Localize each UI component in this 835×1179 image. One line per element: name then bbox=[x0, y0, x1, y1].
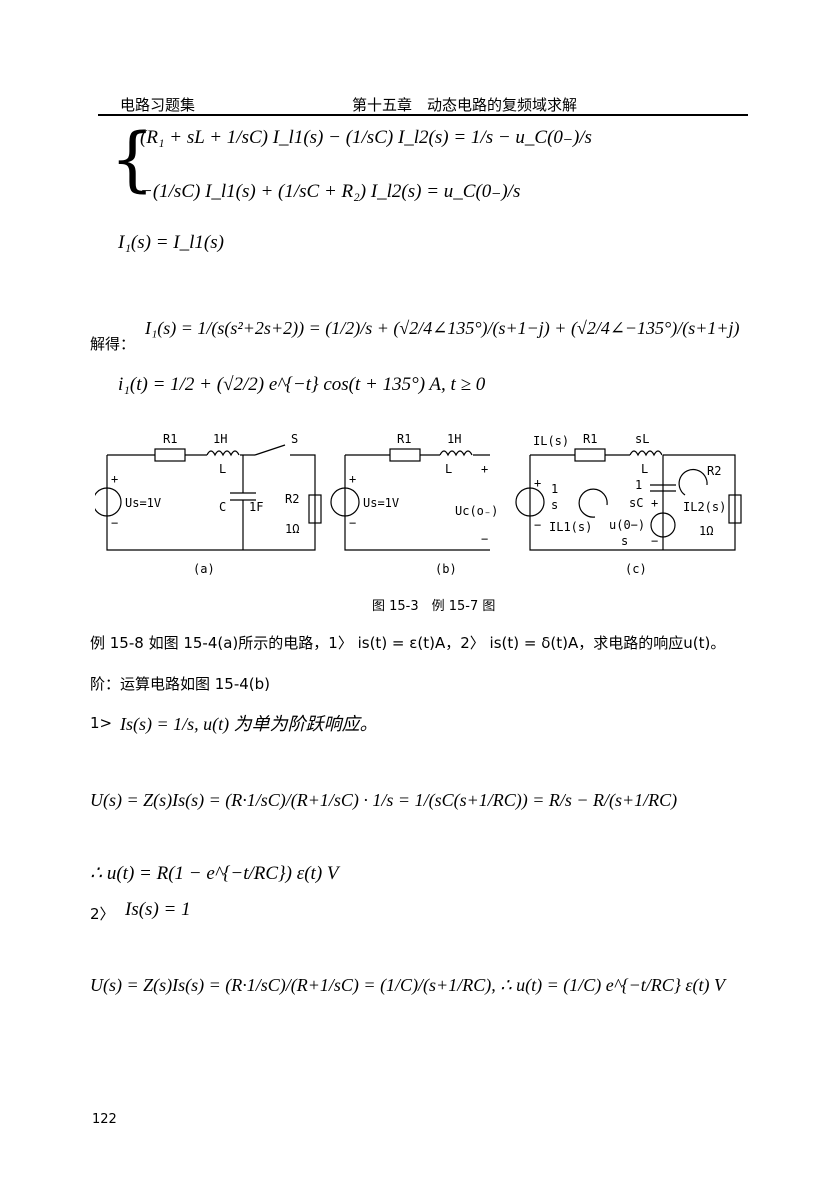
b-minus: − bbox=[349, 516, 356, 530]
a-f-label: 1F bbox=[249, 500, 263, 514]
example-solution: 阶：运算电路如图 15-4(b) bbox=[90, 675, 271, 693]
a-r2-label: R2 bbox=[285, 492, 299, 506]
c-r1-label: R1 bbox=[583, 432, 597, 446]
a-plus: + bbox=[111, 472, 118, 486]
solve-label: 解得： bbox=[90, 335, 136, 353]
circuit-c-inductor bbox=[629, 450, 663, 457]
c-one2-label: 1 bbox=[635, 478, 642, 492]
circuit-c-loop-arrow-1 bbox=[578, 488, 608, 518]
sub-caption-a: (a) bbox=[193, 562, 215, 576]
c-s2-label: s bbox=[621, 534, 628, 548]
part1-U-equation: U(s) = Z(s)Is(s) = (R·1/sC)/(R+1/sC) · 1… bbox=[90, 790, 678, 810]
circuit-a-source bbox=[95, 487, 122, 517]
figure-caption: 图 15-3 例 15-7 图 bbox=[372, 599, 496, 614]
circuit-c-resistor-r1 bbox=[574, 448, 606, 462]
circuit-a-resistor-r1 bbox=[154, 448, 186, 462]
circuit-b-resistor-r1 bbox=[389, 448, 421, 462]
system-eq3: I₁(s) = I_l1(s) bbox=[118, 232, 224, 253]
b-r1-label: R1 bbox=[397, 432, 411, 446]
c-il1-label: IL1(s) bbox=[549, 520, 592, 534]
a-h-label: 1H bbox=[213, 432, 227, 446]
circuit-figure: R1 1H L S + − Us=1V C 1F R2 1Ω R1 1H L +… bbox=[95, 432, 742, 576]
c-minus2: − bbox=[651, 534, 658, 548]
circuit-a-switch bbox=[254, 444, 286, 456]
i1t-equation: i₁(t) = 1/2 + (√2/2) e^{−t} cos(t + 135°… bbox=[118, 374, 486, 395]
a-s-label: S bbox=[291, 432, 298, 446]
sub-caption-c: (c) bbox=[625, 562, 647, 576]
circuit-c-source-left bbox=[515, 487, 545, 517]
circuit-a-resistor-r2 bbox=[308, 494, 322, 524]
b-plus: + bbox=[349, 472, 356, 486]
part1-label: 1> bbox=[90, 714, 113, 732]
part1-line: Is(s) = 1/s, u(t) 为单为阶跃响应。 bbox=[120, 714, 378, 734]
c-s-label: s bbox=[551, 498, 558, 512]
a-ohm-label: 1Ω bbox=[285, 522, 299, 536]
circuit-b-inductor bbox=[439, 450, 473, 457]
b-plus2: + bbox=[481, 462, 488, 476]
part2-U-equation: U(s) = Z(s)Is(s) = (R·1/sC)/(R+1/sC) = (… bbox=[90, 975, 725, 995]
b-l-label: L bbox=[445, 462, 452, 476]
part2-label: 2〉 bbox=[90, 905, 115, 923]
system-eq1: (R₁ + sL + 1/sC) I_l1(s) − (1/sC) I_l2(s… bbox=[140, 127, 592, 148]
part1-u-equation: ∴ u(t) = R(1 − e^{−t/RC}) ε(t) V bbox=[90, 863, 339, 884]
c-il2-label: IL2(s) bbox=[683, 500, 726, 514]
b-us-label: Us=1V bbox=[363, 496, 399, 510]
c-sl-label: sL bbox=[635, 432, 649, 446]
sub-caption-b: (b) bbox=[435, 562, 457, 576]
b-h-label: 1H bbox=[447, 432, 461, 446]
c-il-label: IL(s) bbox=[533, 434, 569, 448]
header-rule bbox=[98, 114, 748, 116]
c-plus2: + bbox=[651, 496, 658, 510]
part2-line: Is(s) = 1 bbox=[125, 899, 191, 920]
a-us-label: Us=1V bbox=[125, 496, 161, 510]
c-ohm-label: 1Ω bbox=[699, 524, 713, 538]
circuit-b-wires bbox=[344, 454, 490, 551]
header-left: 电路习题集 bbox=[120, 96, 196, 114]
circuit-b-source bbox=[330, 487, 360, 517]
header-chapter: 第十五章 动态电路的复频域求解 bbox=[352, 96, 578, 114]
a-c-label: C bbox=[219, 500, 226, 514]
b-minus2: − bbox=[481, 532, 488, 546]
c-u0-label: u(0−) bbox=[609, 518, 645, 532]
c-l-label: L bbox=[641, 462, 648, 476]
b-uc-label: Uc(o₋) bbox=[455, 504, 498, 518]
circuit-a-wires bbox=[106, 454, 316, 551]
I1s-equation: I₁(s) = 1/(s(s²+2s+2)) = (1/2)/s + (√2/4… bbox=[145, 318, 740, 338]
a-r1-label: R1 bbox=[163, 432, 177, 446]
circuit-c-source-mid bbox=[650, 512, 676, 538]
a-l-label: L bbox=[219, 462, 226, 476]
c-r2-label: R2 bbox=[707, 464, 721, 478]
circuit-c-capacitor bbox=[650, 484, 676, 492]
c-minus: − bbox=[534, 518, 541, 532]
circuit-c-loop-arrow-2 bbox=[678, 469, 708, 496]
circuit-c-resistor-r2 bbox=[728, 494, 742, 524]
c-sc-label: sC bbox=[629, 496, 643, 510]
system-eq2: −(1/sC) I_l1(s) + (1/sC + R₂) I_l2(s) = … bbox=[140, 181, 521, 202]
circuit-a-capacitor bbox=[230, 455, 256, 550]
a-minus: − bbox=[111, 516, 118, 530]
c-one-label: 1 bbox=[551, 482, 558, 496]
circuit-c-wires bbox=[529, 454, 736, 551]
example-text: 例 15-8 如图 15-4(a)所示的电路，1〉 is(t) = ε(t)A，… bbox=[90, 634, 726, 652]
circuit-a-inductor bbox=[206, 450, 240, 457]
page-number: 122 bbox=[92, 1112, 117, 1127]
c-plus: + bbox=[534, 476, 541, 490]
